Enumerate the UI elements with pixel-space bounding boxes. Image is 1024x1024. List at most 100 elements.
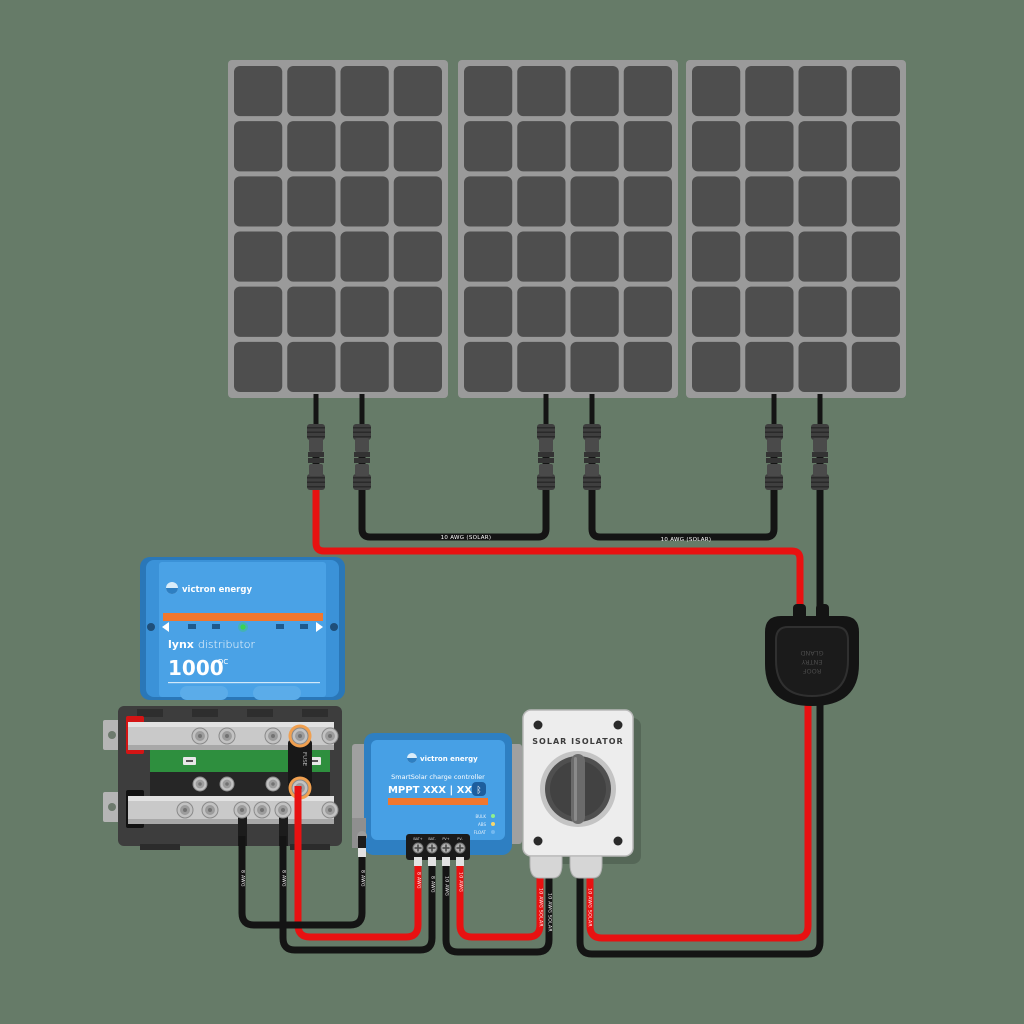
solar-cell bbox=[570, 176, 619, 227]
cable-label-pv-negative-isolator-end: 10 AWG SOLAR bbox=[547, 893, 553, 932]
wire-isolator-to-controller-black bbox=[442, 850, 553, 956]
led-label: BULK bbox=[475, 814, 486, 819]
pcb-strip bbox=[150, 750, 330, 772]
screw-icon bbox=[330, 623, 338, 631]
solar-cell bbox=[234, 341, 283, 392]
screw-icon bbox=[613, 720, 623, 730]
solar-cell bbox=[340, 341, 389, 392]
lynx-bottom-tab bbox=[253, 686, 301, 700]
ground-lug bbox=[358, 836, 366, 848]
svg-text:GLAND: GLAND bbox=[800, 649, 823, 657]
mc4-connector-pair bbox=[583, 394, 601, 490]
panel-lead bbox=[589, 394, 595, 430]
solar-cell bbox=[287, 231, 336, 282]
lynx-bottom-tab bbox=[180, 686, 228, 700]
led-label: FLOAT bbox=[474, 830, 487, 835]
solar-cell bbox=[851, 286, 900, 337]
arrow-right-icon bbox=[316, 622, 323, 632]
cable-label-battery-negative: 8 AWG bbox=[430, 876, 436, 893]
led-icon bbox=[491, 814, 495, 818]
solar-cell bbox=[393, 121, 442, 172]
cable-label-busbar-stub-2: 8 AWG bbox=[281, 870, 287, 887]
solar-cell bbox=[692, 176, 741, 227]
solar-cell bbox=[340, 121, 389, 172]
terminal-label: PV- bbox=[457, 837, 463, 841]
controller-face bbox=[371, 740, 505, 840]
wire-lug bbox=[279, 812, 288, 846]
arrow-left-icon bbox=[162, 622, 169, 632]
wire-series-link-2 bbox=[588, 486, 778, 541]
mc4-connector-pair bbox=[765, 394, 783, 490]
busbar-assembly: FUSE bbox=[103, 706, 342, 850]
solar-cell bbox=[517, 176, 566, 227]
wire-controller-ground bbox=[238, 836, 366, 929]
heatshrink-tag bbox=[428, 857, 436, 866]
solar-cell bbox=[570, 231, 619, 282]
svg-text:ROOF: ROOF bbox=[803, 667, 822, 675]
solar-cell bbox=[798, 286, 847, 337]
solar-cell bbox=[623, 176, 672, 227]
screw-icon bbox=[147, 623, 155, 631]
cable-label-battery-positive: 8 AWG bbox=[416, 872, 422, 889]
solar-cell bbox=[745, 286, 794, 337]
panel-lead bbox=[817, 394, 823, 430]
solar-cell bbox=[340, 231, 389, 282]
solar-cell bbox=[393, 231, 442, 282]
solar-cell bbox=[745, 121, 794, 172]
wire-gland-to-isolator-black bbox=[576, 680, 824, 958]
solar-cell bbox=[745, 66, 794, 117]
wire-battery-negative bbox=[279, 836, 436, 954]
solar-cell bbox=[393, 286, 442, 337]
solar-cell bbox=[623, 121, 672, 172]
solar-cell bbox=[340, 66, 389, 117]
solar-cell bbox=[570, 121, 619, 172]
cable-label-pv-negative: 10 AWG bbox=[444, 876, 450, 896]
cable-label-pv-positive: 10 AWG bbox=[458, 872, 464, 892]
screw-icon bbox=[613, 836, 623, 846]
solar-cell bbox=[517, 231, 566, 282]
solar-panel bbox=[458, 60, 678, 398]
wire-isolator-to-controller-red bbox=[456, 850, 544, 941]
solar-cell bbox=[692, 121, 741, 172]
terminal-label: PV+ bbox=[442, 837, 449, 841]
panel-lead bbox=[543, 394, 549, 430]
solar-cell bbox=[692, 286, 741, 337]
solar-cell bbox=[692, 66, 741, 117]
controller-title: SmartSolar charge controller bbox=[391, 773, 485, 781]
controller-orange-stripe bbox=[388, 798, 488, 805]
terminal-label: BAT- bbox=[428, 837, 436, 841]
wire-lug bbox=[238, 812, 247, 846]
terminal-screws: BAT+BAT-PV+PV- bbox=[412, 837, 466, 854]
solar-cell bbox=[798, 341, 847, 392]
solar-cell bbox=[570, 341, 619, 392]
solar-cell bbox=[517, 121, 566, 172]
cable-label-pv-positive-isolator-end: 10 AWG SOLAR bbox=[538, 888, 544, 927]
solar-cell bbox=[623, 286, 672, 337]
isolator-label: SOLAR ISOLATOR bbox=[532, 737, 623, 746]
solar-cell bbox=[570, 286, 619, 337]
svg-text:ENTRY: ENTRY bbox=[801, 658, 822, 666]
solar-cell bbox=[623, 231, 672, 282]
solar-cell bbox=[851, 66, 900, 117]
solar-cell bbox=[393, 66, 442, 117]
solar-cell bbox=[234, 286, 283, 337]
screw-icon bbox=[533, 836, 543, 846]
panel-lead bbox=[313, 394, 319, 430]
solar-cell bbox=[798, 176, 847, 227]
wire-battery-positive bbox=[294, 786, 422, 941]
gland-label: ROOF ENTRY GLAND bbox=[800, 649, 823, 675]
solar-cell bbox=[517, 66, 566, 117]
solar-cell bbox=[287, 286, 336, 337]
solar-cell bbox=[340, 286, 389, 337]
solar-cell bbox=[798, 231, 847, 282]
solar-cell bbox=[798, 121, 847, 172]
solar-cell bbox=[745, 231, 794, 282]
heatshrink-tag bbox=[442, 857, 450, 866]
solar-panel bbox=[686, 60, 906, 398]
isolator-gland-left bbox=[529, 855, 563, 879]
cable-label-series-link-1: 10 AWG (SOLAR) bbox=[441, 535, 492, 541]
mc4-connector-pair bbox=[811, 394, 829, 490]
solar-cell bbox=[623, 66, 672, 117]
